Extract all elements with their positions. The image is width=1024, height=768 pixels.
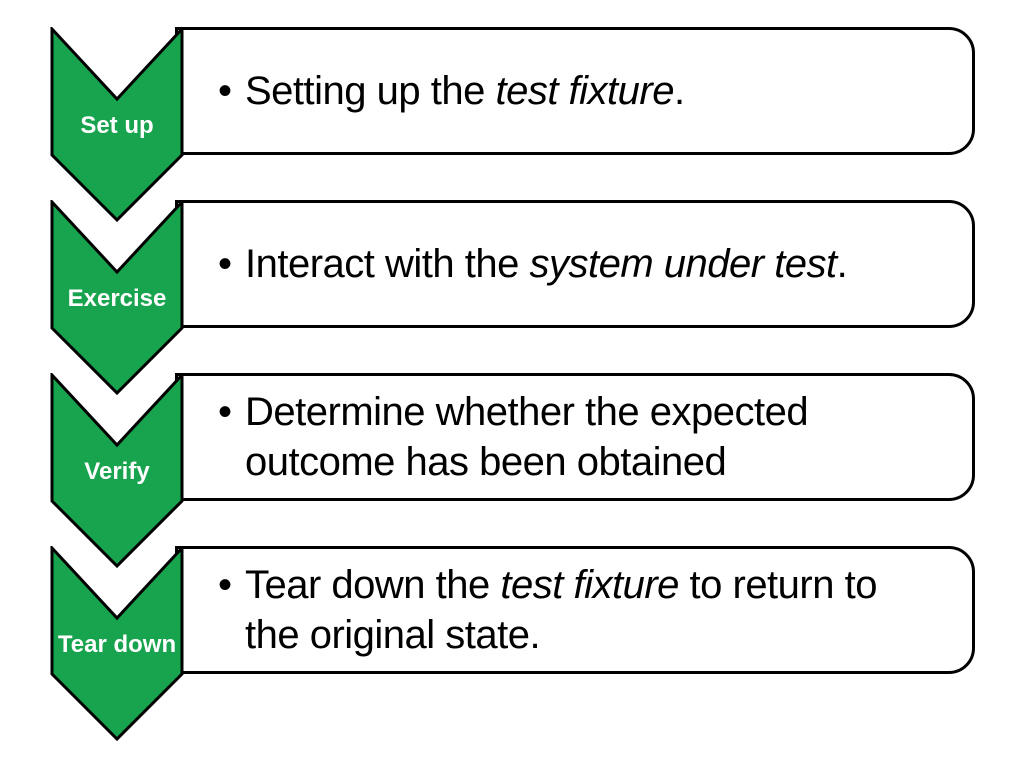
bullet-marker: • bbox=[218, 390, 233, 434]
chevron-down-icon bbox=[50, 200, 184, 396]
bullet-marker: • bbox=[218, 242, 233, 286]
step-label: Set up bbox=[80, 112, 154, 139]
process-step-exercise: Exercise • Interact with the system unde… bbox=[0, 200, 1024, 396]
bullet-marker: • bbox=[218, 69, 233, 113]
step-label: Exercise bbox=[67, 285, 167, 312]
step-label: Tear down bbox=[57, 631, 177, 658]
bullet-item: • Tear down the test fixture to return t… bbox=[218, 560, 877, 660]
chevron-down-icon bbox=[50, 27, 184, 223]
step-label: Verify bbox=[84, 458, 150, 485]
bullet-item: • Interact with the system under test. bbox=[218, 239, 848, 289]
chevron-down-icon bbox=[50, 373, 184, 569]
chevron-down-icon bbox=[50, 546, 184, 742]
step-label-wrap: Verify bbox=[50, 443, 184, 501]
process-step-tear-down: Tear down • Tear down the test fixture t… bbox=[0, 546, 1024, 742]
bullet-item: • Setting up the test fixture. bbox=[218, 66, 685, 116]
step-label-wrap: Tear down bbox=[50, 616, 184, 674]
process-step-set-up: Set up • Setting up the test fixture. bbox=[0, 27, 1024, 223]
step-label-wrap: Set up bbox=[50, 97, 184, 155]
bullet-marker: • bbox=[218, 563, 233, 607]
step-description-box: • Interact with the system under test. bbox=[175, 200, 975, 328]
step-label-wrap: Exercise bbox=[50, 270, 184, 328]
step-description-box: • Setting up the test fixture. bbox=[175, 27, 975, 155]
step-description-text: Interact with the system under test. bbox=[245, 242, 848, 286]
step-description-box: • Tear down the test fixture to return t… bbox=[175, 546, 975, 674]
step-description-text: Setting up the test fixture. bbox=[245, 69, 685, 113]
